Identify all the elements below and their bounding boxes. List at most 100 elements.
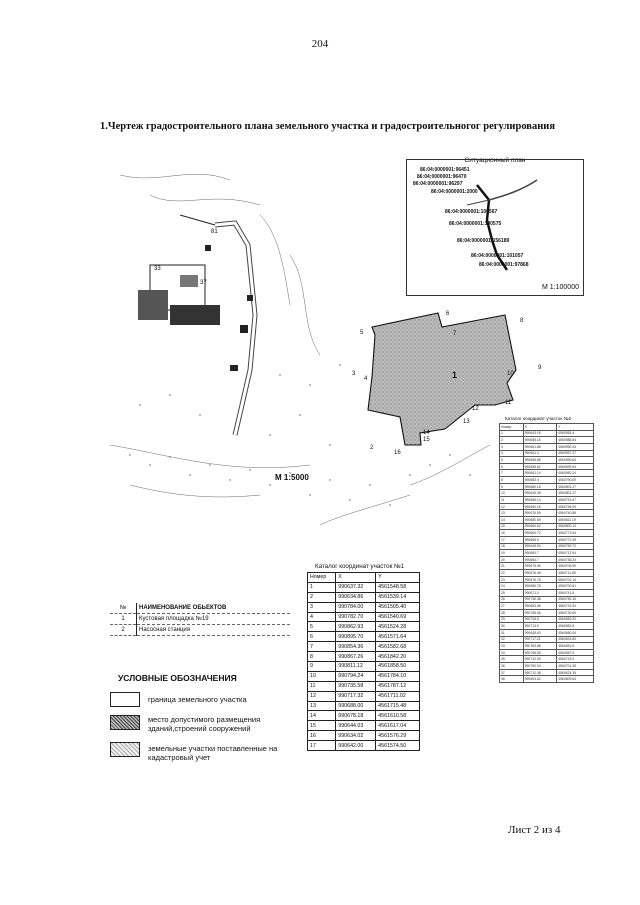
catalog1-cell: 8 xyxy=(306,651,337,663)
catalog2-cell: 6 xyxy=(499,462,524,471)
catalog1-cell: 4561617.04 xyxy=(375,720,420,732)
situation-plan-inset: Ситуационный план 86:04:0000001:96451 86… xyxy=(406,157,584,296)
catalog2-cell: 4560700.61 xyxy=(556,582,594,590)
catalog2-cell: 4560708.99 xyxy=(556,562,594,571)
catalog2-cell: 990671.0 xyxy=(522,589,558,597)
catalog2-cell: 990688.14 xyxy=(522,496,558,504)
objects-row-name: Насосная станция xyxy=(139,627,191,633)
catalog1-cell: 17 xyxy=(306,740,337,752)
plan-drawing xyxy=(110,173,517,526)
catalog2-cell: 4560800.14 xyxy=(556,522,594,531)
objects-row-num: 1 xyxy=(110,613,137,625)
catalog2-cell: 990686.76 xyxy=(522,582,558,590)
catalog1-cell: 15 xyxy=(306,720,337,732)
catalog2-cell: 23 xyxy=(499,575,524,584)
catalog2-cell: 2 xyxy=(499,436,524,444)
catalog1-cell: 3 xyxy=(306,601,337,613)
catalog2-cell: 36 xyxy=(499,662,524,670)
catalog2-header: X xyxy=(522,423,558,431)
catalog2-cell: 34 xyxy=(499,648,524,657)
catalog2-cell: 4560723.9 xyxy=(556,655,594,664)
catalog2-cell: 4560701.28 xyxy=(556,662,594,670)
catalog2-cell: 4560711.85 xyxy=(556,569,594,577)
catalog2-cell: 35 xyxy=(499,655,524,664)
vertex-label: 13 xyxy=(463,419,470,425)
catalog2-cell: 990676.48 xyxy=(522,569,558,577)
catalog1-cell: 990862.93 xyxy=(335,621,377,633)
catalog2-cell: 4560801.27 xyxy=(556,482,594,491)
vertex-label: 7 xyxy=(453,331,457,337)
catalog2-cell: 4560750.16 xyxy=(556,595,594,604)
catalog2-cell: 4560736.24 xyxy=(556,555,594,564)
catalog2-cell: 990750.93 xyxy=(522,662,558,670)
catalog1-caption: Каталог координат участок №1 xyxy=(315,563,405,570)
catalog2-cell: 4560801.27 xyxy=(556,489,594,498)
catalog2-cell: 4560811.19 xyxy=(556,515,594,524)
catalog2-cell: 990768.06 xyxy=(522,608,558,617)
catalog1-cell: 990688.00 xyxy=(335,700,377,712)
catalog2-cell: 990712.38 xyxy=(522,668,558,677)
catalog1-header: Y xyxy=(375,572,420,583)
catalog2-cell: 990693.62 xyxy=(522,675,558,683)
catalog2-cell: 38 xyxy=(499,675,524,683)
catalog2-cell: 990661.14 xyxy=(522,469,558,478)
catalog1-cell: 990637.32 xyxy=(335,581,377,593)
catalog2-cell: 33 xyxy=(499,642,524,650)
catalog1-cell: 16 xyxy=(306,730,337,742)
land-plot-1 xyxy=(367,312,517,446)
catalog2-cell: 4 xyxy=(499,449,524,458)
catalog1-cell: 990854.36 xyxy=(335,641,377,653)
legend-item: земельные участки поставленные на кадаст… xyxy=(148,744,278,762)
catalog2-cell: 990680.18 xyxy=(522,482,558,491)
situation-parcel-label: 86:04:0000001:96451 xyxy=(420,167,470,173)
catalog2-cell: 990728.5 xyxy=(522,615,558,624)
catalog2-cell: 37 xyxy=(499,668,524,677)
catalog2-cell: 990680.7 xyxy=(522,549,558,557)
catalog2-cell: 4560791.67 xyxy=(556,496,594,504)
site-number-label: 37 xyxy=(200,280,207,286)
catalog2-cell: 11 xyxy=(499,496,524,504)
catalog2-cell: 4560990.43 xyxy=(556,442,594,451)
catalog2-cell: 990664.72 xyxy=(522,529,558,537)
catalog1-cell: 990794.24 xyxy=(335,670,377,682)
catalog1-header: Номер xyxy=(306,572,337,583)
objects-table: № НАИМЕНОВАНИЕ ОБЬЕКТОВ 1 Кустовая площа… xyxy=(110,603,290,636)
catalog1-cell: 13 xyxy=(306,700,337,712)
catalog2-cell: 17 xyxy=(499,535,524,544)
legend-title: УСЛОВНЫЕ ОБОЗНАЧЕНИЯ xyxy=(118,673,237,683)
catalog1-cell: 4561842.20 xyxy=(375,651,420,663)
catalog2-cell: 990768.55 xyxy=(522,648,558,657)
catalog2-cell: 4560667.9 xyxy=(556,648,594,657)
catalog2-cell: 15 xyxy=(499,522,524,531)
catalog1-cell: 1 xyxy=(306,581,337,593)
catalog2-cell: 4560712.94 xyxy=(556,549,594,557)
catalog2-cell: 30 xyxy=(499,622,524,630)
catalog2-cell: 28 xyxy=(499,608,524,617)
catalog2-cell: 990648.63 xyxy=(522,628,558,637)
catalog2-cell: 4560999.94 xyxy=(556,462,594,471)
catalog2-cell: 990651.88 xyxy=(522,442,558,451)
catalog2-cell: 4560986.64 xyxy=(556,436,594,444)
catalog2-cell: 990713.9 xyxy=(522,622,558,630)
terrain-lines xyxy=(110,173,491,526)
objects-header-num: № xyxy=(110,603,137,614)
catalog1-cell: 6 xyxy=(306,631,337,643)
objects-row: 1 Кустовая площадка №19 xyxy=(110,613,290,625)
catalog2-cell: 990683.58 xyxy=(522,602,558,610)
catalog2-cell: 3 xyxy=(499,442,524,451)
catalog2-cell: 990658.86 xyxy=(522,456,558,464)
